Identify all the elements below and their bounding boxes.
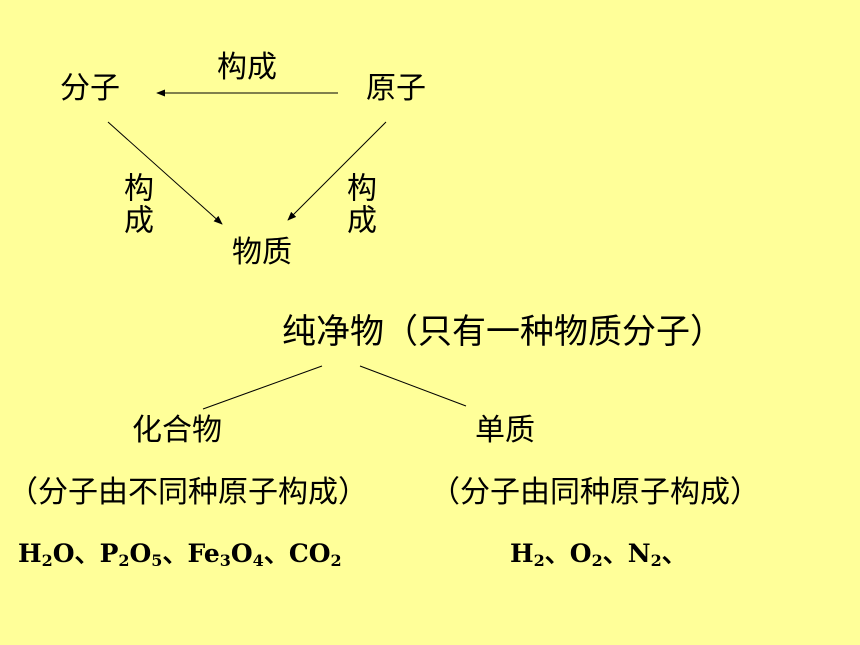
formula-fe3o4: Fe3O4、	[187, 539, 289, 570]
molecule-label: 分子	[60, 71, 120, 106]
compound-description: （分子由不同种原子构成）	[8, 475, 368, 510]
compose-top-label: 构成	[217, 50, 277, 85]
branch-line-element	[359, 365, 467, 407]
compound-title: 化合物	[132, 413, 222, 448]
compound-formula-list: H2O、P2O5、Fe3O4、CO2	[18, 541, 342, 569]
formula-n2: N2、	[627, 539, 687, 570]
element-description: （分子由同种原子构成）	[430, 475, 760, 510]
pure-substance-title: 纯净物（只有一种物质分子）	[282, 312, 724, 352]
compose-left-label: 构成	[118, 172, 153, 236]
formula-h2: H2、	[510, 539, 570, 570]
arrow-atom-to-substance	[287, 121, 387, 221]
formula-p2o5: P2O5、	[99, 539, 188, 570]
element-formula-list: H2、O2、N2、	[510, 541, 687, 569]
substance-label: 物质	[232, 235, 292, 270]
branch-line-compound	[202, 365, 323, 410]
atom-label: 原子	[366, 71, 426, 106]
compose-right-label: 构成	[341, 172, 376, 236]
formula-o2: O2、	[569, 539, 628, 570]
formula-co2: CO2	[288, 539, 342, 570]
element-title: 单质	[475, 413, 535, 448]
formula-h2o: H2O、	[18, 539, 100, 570]
arrow-molecule-to-substance	[107, 121, 223, 225]
